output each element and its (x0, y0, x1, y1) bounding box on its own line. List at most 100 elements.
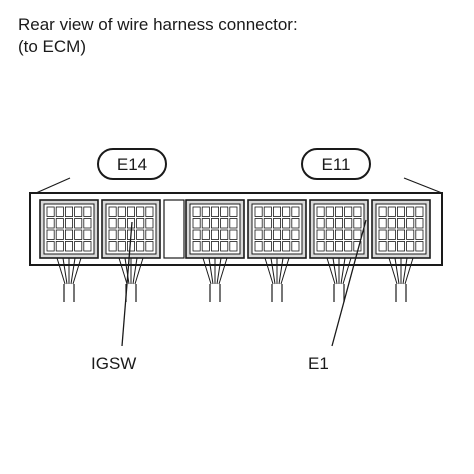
terminal-pin (344, 206, 353, 217)
terminal-pin (220, 241, 229, 252)
terminal-pin (263, 218, 272, 229)
terminal-pin (378, 229, 387, 240)
terminal-pin (282, 229, 291, 240)
terminal-pin (344, 241, 353, 252)
wire-bundle-6 (388, 257, 414, 302)
terminal-pin (117, 206, 126, 217)
terminal-pin (65, 206, 74, 217)
connector-center-gap (163, 199, 185, 259)
terminal-block-3 (185, 199, 245, 259)
wire (62, 257, 68, 285)
terminal-pin (229, 241, 238, 252)
e1-leader-line (331, 219, 367, 347)
terminal-block-5 (309, 199, 369, 259)
terminal-block-1 (39, 199, 99, 259)
terminal-pin (192, 229, 201, 240)
wire (332, 257, 338, 285)
wire (208, 257, 214, 285)
terminal-pin (192, 218, 201, 229)
terminal-block-6 (371, 199, 431, 259)
terminal-pin (291, 241, 300, 252)
connector-tag-e14: E14 (97, 148, 167, 180)
terminal-pin (406, 241, 415, 252)
terminal-pin (108, 206, 117, 217)
terminal-pin (108, 218, 117, 229)
terminal-pin (334, 241, 343, 252)
terminal-pin (325, 229, 334, 240)
terminal-pin (378, 206, 387, 217)
wire (124, 257, 130, 285)
terminal-pin (272, 206, 281, 217)
terminal-pin (108, 229, 117, 240)
caption-line-1: Rear view of wire harness connector: (18, 15, 298, 34)
terminal-pin (229, 206, 238, 217)
igsw-leader-line (121, 221, 133, 347)
terminal-pin (74, 241, 83, 252)
wire-bundle-4 (264, 257, 290, 302)
terminal-pin (74, 218, 83, 229)
tag-e11-outline (301, 148, 371, 180)
terminal-pin (378, 241, 387, 252)
wire-bundle-3 (202, 257, 228, 302)
terminal-pin (316, 241, 325, 252)
terminal-pin (272, 218, 281, 229)
wire (264, 257, 274, 285)
terminal-pin (396, 206, 405, 217)
terminal-pin (108, 241, 117, 252)
terminal-pin (272, 241, 281, 252)
terminal-pin (282, 218, 291, 229)
terminal-pin (415, 218, 424, 229)
terminal-pin (291, 229, 300, 240)
terminal-pin (334, 206, 343, 217)
terminal-pin (65, 229, 74, 240)
terminal-pin (415, 241, 424, 252)
terminal-pin (396, 241, 405, 252)
wire (388, 257, 398, 285)
terminal-pin (396, 229, 405, 240)
terminal-pin (145, 241, 154, 252)
terminal-pin (387, 206, 396, 217)
terminal-pin (406, 206, 415, 217)
wire (56, 257, 66, 285)
terminal-pin (353, 206, 362, 217)
wire (402, 257, 408, 285)
wire (270, 257, 276, 285)
terminal-pin (263, 206, 272, 217)
terminal-pin (282, 206, 291, 217)
wire (132, 257, 138, 285)
wire (340, 257, 346, 285)
wire (326, 257, 336, 285)
terminal-pin (46, 218, 55, 229)
terminal-pin (210, 206, 219, 217)
terminal-pin (74, 206, 83, 217)
wire (280, 257, 290, 285)
terminal-pin (145, 218, 154, 229)
terminal-pin (353, 229, 362, 240)
wire (72, 257, 82, 285)
terminal-pin (210, 241, 219, 252)
terminal-pin (282, 241, 291, 252)
terminal-pin (254, 218, 263, 229)
terminal-pin (316, 206, 325, 217)
wire (342, 257, 352, 285)
terminal-pin (415, 206, 424, 217)
terminal-pin (220, 206, 229, 217)
tag-e14-label: E14 (117, 155, 147, 174)
terminal-pin (396, 218, 405, 229)
wire-bundles (56, 257, 414, 302)
terminal-block-2 (101, 199, 161, 259)
terminal-pin (353, 218, 362, 229)
terminal-pin (220, 229, 229, 240)
terminal-pin (387, 229, 396, 240)
terminal-pin (127, 206, 136, 217)
terminal-pin (415, 229, 424, 240)
wire-bundle-1 (56, 257, 82, 302)
connector-tag-e11: E11 (301, 148, 371, 180)
terminal-pin (316, 229, 325, 240)
tag-e14-outline (97, 148, 167, 180)
igsw-label: IGSW (91, 354, 136, 373)
terminal-pin (192, 206, 201, 217)
terminal-pin (210, 229, 219, 240)
terminal-pin (65, 241, 74, 252)
terminal-pin (46, 229, 55, 240)
